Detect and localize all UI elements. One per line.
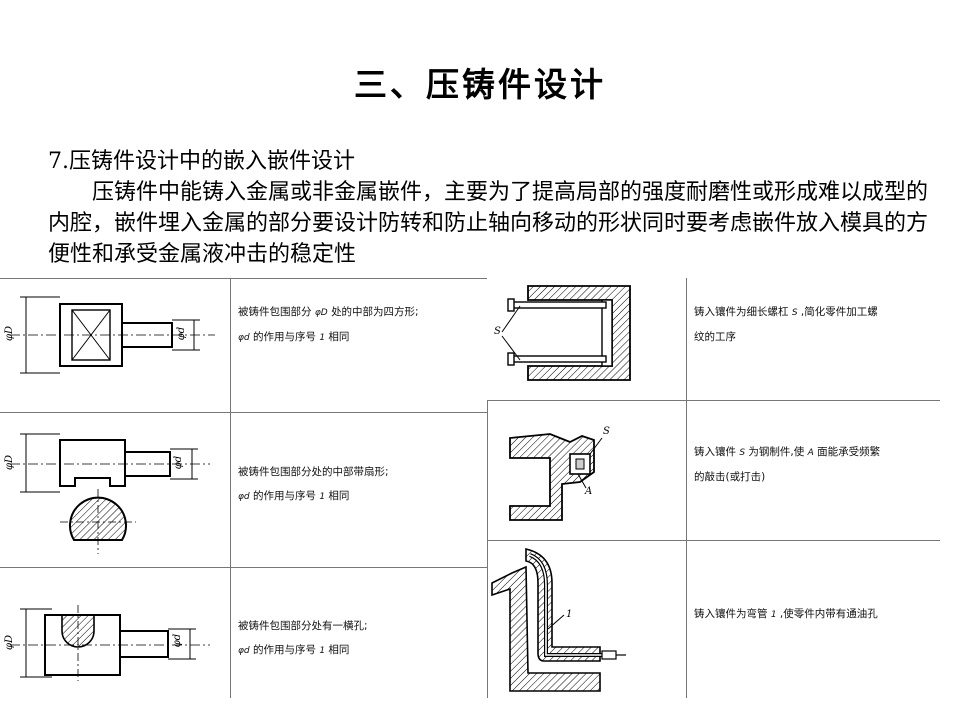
left-drawing-3: φD φd bbox=[0, 569, 230, 699]
dim-label-phid-1: φd bbox=[176, 326, 188, 341]
right-drawing-3: 1 bbox=[490, 543, 685, 698]
right-table-column-divider bbox=[686, 278, 687, 698]
left-table-row-divider-1 bbox=[0, 412, 487, 413]
label-s-1: S bbox=[494, 326, 501, 337]
left-drawing-2-svg bbox=[10, 433, 210, 554]
left-caption-2-line-1: 被铸件包围部分处的中部带扇形; bbox=[238, 466, 389, 478]
label-s-2: S bbox=[603, 426, 610, 437]
right-caption-1-line-2: 纹的工序 bbox=[694, 331, 736, 343]
right-drawing-2: S A bbox=[490, 402, 685, 538]
right-caption-2: 铸入镶件 S 为钢制件,使 A 面能承受频繁 的敲击(或打击) bbox=[694, 440, 939, 489]
left-caption-1-line-2: φd 的作用与序号 1 相同 bbox=[238, 331, 350, 343]
body-paragraph: 压铸件中能铸入金属或非金属嵌件，主要为了提高局部的强度耐磨性或形成难以成型的内腔… bbox=[48, 180, 929, 267]
label-1-3: 1 bbox=[566, 609, 573, 620]
left-table-top-border bbox=[0, 278, 487, 279]
right-drawing-3-svg bbox=[491, 547, 626, 692]
left-caption-1: 被铸件包围部分 φD 处的中部为四方形; φd 的作用与序号 1 相同 bbox=[238, 300, 483, 350]
right-caption-3: 铸入镶件为弯管 1 ,使零件内带有通油孔 bbox=[694, 602, 939, 627]
right-drawing-1-svg bbox=[501, 285, 631, 381]
right-caption-2-line-2: 的敲击(或打击) bbox=[694, 471, 766, 483]
section-heading: 7.压铸件设计中的嵌入嵌件设计 bbox=[48, 149, 355, 174]
right-caption-1: 铸入镶件为细长螺杠 S ,简化零件加工螺 纹的工序 bbox=[694, 300, 939, 349]
left-caption-3-line-2: φd 的作用与序号 1 相同 bbox=[238, 644, 350, 656]
left-table-column-divider bbox=[230, 278, 231, 698]
right-drawing-2-svg bbox=[509, 433, 603, 521]
left-drawing-1-svg bbox=[10, 296, 215, 374]
dim-label-phiD-1: φD bbox=[4, 325, 16, 342]
left-drawing-1: φD φd bbox=[0, 280, 230, 412]
dim-label-phid-2: φd bbox=[173, 455, 185, 470]
left-caption-2-line-2: φd 的作用与序号 1 相同 bbox=[238, 490, 350, 502]
left-caption-2: 被铸件包围部分处的中部带扇形; φd 的作用与序号 1 相同 bbox=[238, 460, 483, 509]
right-caption-3-line-1: 铸入镶件为弯管 1 ,使零件内带有通油孔 bbox=[694, 608, 878, 620]
left-drawing-2: φD φd bbox=[0, 414, 230, 566]
right-table-row-divider-2 bbox=[487, 540, 940, 541]
left-drawing-3-svg bbox=[10, 605, 210, 681]
dim-label-phid-3: φd bbox=[172, 633, 184, 648]
left-caption-3: 被铸件包围部分处有一横孔; φd 的作用与序号 1 相同 bbox=[238, 614, 483, 663]
intro-text: 7.压铸件设计中的嵌入嵌件设计 压铸件中能铸入金属或非金属嵌件，主要为了提高局部… bbox=[48, 146, 938, 270]
left-caption-1-line-1: 被铸件包围部分 φD 处的中部为四方形; bbox=[238, 306, 419, 318]
left-table-row-divider-2 bbox=[0, 567, 487, 568]
right-drawing-1: S bbox=[490, 280, 685, 398]
right-caption-2-line-1: 铸入镶件 S 为钢制件,使 A 面能承受频繁 bbox=[694, 446, 881, 458]
dim-label-phiD-3: φD bbox=[4, 634, 16, 651]
table-center-divider bbox=[487, 400, 488, 698]
left-caption-3-line-1: 被铸件包围部分处有一横孔; bbox=[238, 620, 368, 632]
right-table-row-divider-1 bbox=[487, 400, 940, 401]
label-a-2: A bbox=[585, 486, 593, 497]
right-caption-1-line-1: 铸入镶件为细长螺杠 S ,简化零件加工螺 bbox=[694, 306, 878, 318]
dim-label-phiD-2: φD bbox=[4, 454, 16, 471]
page-title: 三、压铸件设计 bbox=[354, 65, 606, 104]
